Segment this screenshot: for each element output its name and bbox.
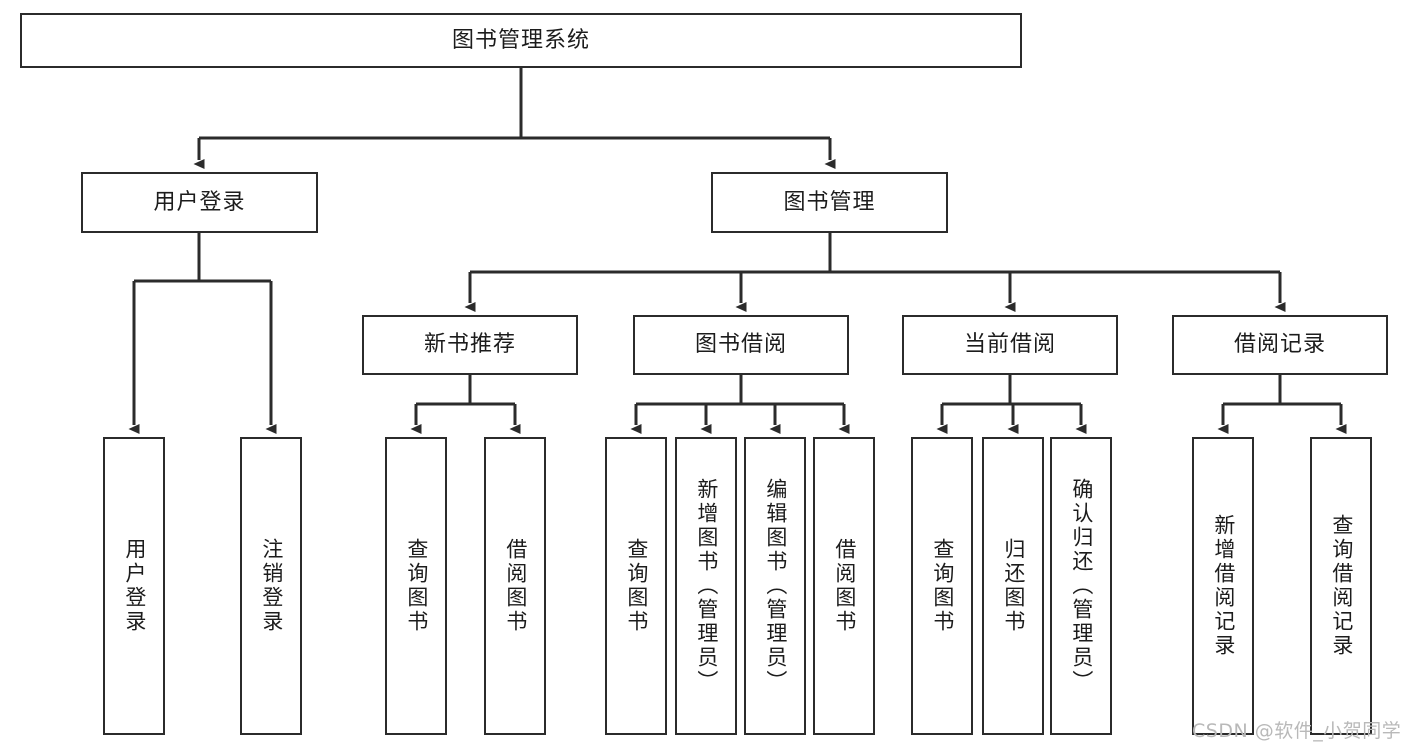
node-label: 用户登录 xyxy=(153,189,246,215)
node-leaf-user-login[interactable]: 用户登录 xyxy=(103,437,165,735)
edge-group-new-book-rec xyxy=(410,375,521,434)
edge-group-user-login xyxy=(128,233,277,434)
node-label: 当前借阅 xyxy=(963,332,1056,358)
node-label: 借阅图书 xyxy=(832,538,857,634)
node-book-admin[interactable]: 图书管理 xyxy=(711,172,948,233)
node-root-system[interactable]: 图书管理系统 xyxy=(20,13,1022,68)
node-leaf-user-logout[interactable]: 注销登录 xyxy=(240,437,302,735)
node-label: 借阅图书 xyxy=(503,538,528,634)
node-leaf-return-book[interactable]: 归还图书 xyxy=(982,437,1044,735)
node-label: 新书推荐 xyxy=(423,332,516,358)
node-label: 图书管理 xyxy=(783,189,876,215)
edge-group-book-borrow xyxy=(630,375,850,434)
node-label: 查询图书 xyxy=(624,538,649,634)
edge-group-borrow-record xyxy=(1217,375,1347,434)
node-label: 编辑图书（管理员） xyxy=(763,478,788,694)
node-borrow-record[interactable]: 借阅记录 xyxy=(1172,315,1388,375)
node-leaf-confirm-return-admin[interactable]: 确认归还（管理员） xyxy=(1050,437,1112,735)
node-leaf-edit-book-admin[interactable]: 编辑图书（管理员） xyxy=(744,437,806,735)
node-label: 新增图书（管理员） xyxy=(694,478,719,694)
csdn-watermark: CSDN @软件_小贺同学 xyxy=(1192,720,1402,742)
edge-group-current-borrow xyxy=(936,375,1087,434)
node-leaf-borrow-query-book[interactable]: 查询图书 xyxy=(605,437,667,735)
node-user-login[interactable]: 用户登录 xyxy=(81,172,318,233)
node-label: 图书借阅 xyxy=(694,332,787,358)
node-leaf-add-book-admin[interactable]: 新增图书（管理员） xyxy=(675,437,737,735)
node-book-borrow[interactable]: 图书借阅 xyxy=(633,315,849,375)
node-current-borrow[interactable]: 当前借阅 xyxy=(902,315,1118,375)
node-label: 用户登录 xyxy=(122,538,147,634)
node-label: 注销登录 xyxy=(259,538,284,634)
edge-group-book-admin xyxy=(464,233,1286,312)
node-label: 查询图书 xyxy=(404,538,429,634)
node-leaf-rec-borrow-book[interactable]: 借阅图书 xyxy=(484,437,546,735)
node-leaf-rec-query-book[interactable]: 查询图书 xyxy=(385,437,447,735)
node-leaf-borrow-book[interactable]: 借阅图书 xyxy=(813,437,875,735)
node-leaf-query-borrow-record[interactable]: 查询借阅记录 xyxy=(1310,437,1372,735)
node-label: 查询图书 xyxy=(930,538,955,634)
node-leaf-current-query-book[interactable]: 查询图书 xyxy=(911,437,973,735)
node-leaf-add-borrow-record[interactable]: 新增借阅记录 xyxy=(1192,437,1254,735)
node-label: 归还图书 xyxy=(1001,538,1026,634)
node-new-book-rec[interactable]: 新书推荐 xyxy=(362,315,578,375)
node-label: 借阅记录 xyxy=(1233,332,1326,358)
node-label: 新增借阅记录 xyxy=(1211,514,1236,658)
node-label: 确认归还（管理员） xyxy=(1069,478,1094,694)
edge-group-root xyxy=(193,68,836,169)
node-label: 查询借阅记录 xyxy=(1329,514,1354,658)
node-label: 图书管理系统 xyxy=(451,27,590,53)
